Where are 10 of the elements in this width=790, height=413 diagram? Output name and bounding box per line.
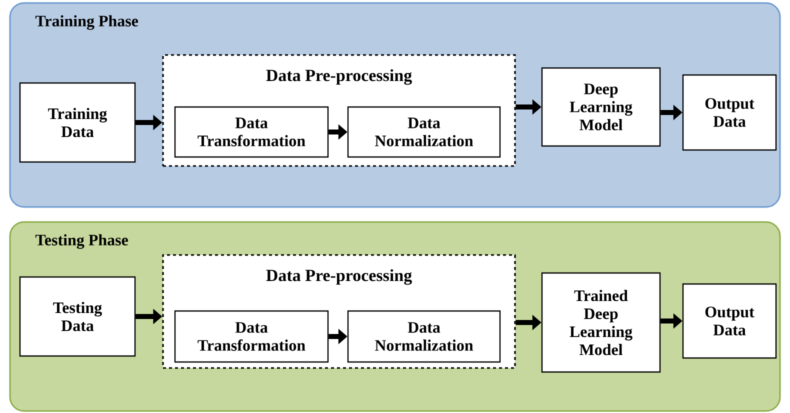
process-box: Data Normalization: [347, 310, 501, 363]
process-box: Testing Data: [19, 276, 136, 357]
process-box: Output Data: [682, 74, 777, 151]
process-box: Data Normalization: [347, 106, 501, 158]
process-box: Deep Learning Model: [541, 67, 661, 147]
process-box: Training Data: [19, 82, 136, 163]
process-box: Trained Deep Learning Model: [541, 272, 661, 373]
process-box: Output Data: [682, 283, 777, 359]
process-box: Data Transformation: [174, 310, 329, 363]
process-box: Data Transformation: [174, 106, 329, 158]
